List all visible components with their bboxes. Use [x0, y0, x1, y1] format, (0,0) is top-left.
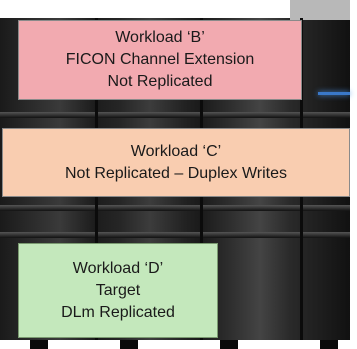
- workload-d-line3: DLm Replicated: [61, 303, 175, 321]
- workload-d-box: Workload ‘D’ Target DLm Replicated: [18, 243, 218, 338]
- workload-c-line2: Not Replicated – Duplex Writes: [64, 164, 288, 182]
- rack-shelf: [0, 205, 350, 211]
- rack-foot: [120, 340, 138, 349]
- workload-c-title: Workload ‘C’: [130, 142, 222, 160]
- rack-foot: [30, 340, 48, 349]
- rack-base: [0, 340, 350, 349]
- workload-c-box: Workload ‘C’ Not Replicated – Duplex Wri…: [2, 128, 350, 197]
- workload-b-line2: FICON Channel Extension: [65, 51, 255, 68]
- status-light: [318, 92, 350, 95]
- workload-b-line3: Not Replicated: [107, 73, 213, 90]
- workload-d-line2: Target: [95, 281, 141, 299]
- top-band: [0, 0, 357, 18]
- rack-top-edge: [290, 0, 350, 20]
- rack-shelf: [0, 112, 350, 118]
- rack-foot: [220, 340, 238, 349]
- workload-d-title: Workload ‘D’: [72, 259, 164, 277]
- rack-shelf: [0, 232, 350, 238]
- workload-b-title: Workload ‘B’: [115, 29, 205, 46]
- rack-foot: [320, 340, 338, 349]
- workload-b-box: Workload ‘B’ FICON Channel Extension Not…: [18, 20, 302, 100]
